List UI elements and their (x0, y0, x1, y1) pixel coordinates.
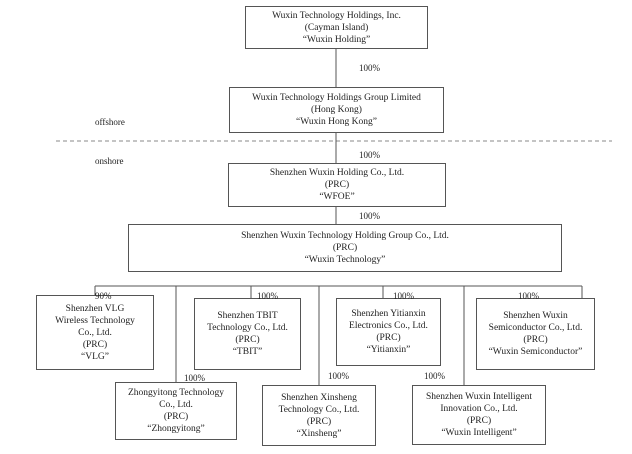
ownership-wfoe-tech: 100% (359, 211, 380, 221)
entity-line: Wuxin Technology Holdings Group Limited (252, 93, 421, 103)
entity-tbit: Shenzhen TBIT Technology Co., Ltd. (PRC) “T… (194, 298, 301, 370)
entity-line: Wireless Technology (55, 315, 135, 326)
entity-line: “VLG” (81, 351, 109, 362)
entity-line: Shenzhen TBIT (217, 311, 278, 321)
ownership-xinsheng: 100% (328, 371, 349, 381)
ownership-intelligent: 100% (424, 371, 445, 381)
entity-line: Innovation Co., Ltd. (440, 404, 518, 414)
entity-line: “WFOE” (319, 192, 355, 202)
ownership-hk-wfoe: 100% (359, 150, 380, 160)
entity-line: (PRC) (235, 335, 260, 345)
entity-line: Shenzhen Xinsheng (281, 392, 357, 403)
onshore-label: onshore (95, 156, 124, 166)
entity-line: (PRC) (332, 243, 358, 253)
entity-line: (PRC) (163, 412, 189, 422)
entity-line: (PRC) (466, 416, 492, 426)
entity-line: “Wuxin Semiconductor” (488, 347, 583, 357)
entity-line: Shenzhen Yitianxin (351, 309, 426, 319)
ownership-vlg: 90% (95, 291, 112, 301)
entity-line: Wuxin Technology Holdings, Inc. (272, 10, 401, 21)
entity-wfoe: Shenzhen Wuxin Holding Co., Ltd. (PRC) “WF… (228, 163, 446, 207)
ownership-zhongyitong: 100% (184, 373, 205, 383)
entity-line: (Hong Kong) (311, 105, 362, 115)
entity-line: Shenzhen Wuxin Technology Holding Group … (241, 231, 449, 241)
ownership-yitianxin: 100% (393, 291, 414, 301)
ownership-tbit: 100% (257, 291, 278, 301)
entity-line: Co., Ltd. (159, 400, 193, 410)
entity-line: Zhongyitong Technology (128, 388, 224, 398)
entity-line: Technology Co., Ltd. (278, 404, 360, 415)
entity-line: (PRC) (376, 333, 401, 343)
ownership-semiconductor: 100% (518, 291, 539, 301)
offshore-label: offshore (95, 117, 125, 127)
entity-line: “Yitianxin” (366, 345, 411, 355)
entity-line: “TBIT” (232, 347, 263, 357)
entity-line: (PRC) (82, 339, 108, 350)
entity-line: “Wuxin Intelligent” (441, 428, 517, 438)
entity-line: (PRC) (306, 416, 332, 427)
entity-line: (PRC) (324, 180, 350, 190)
entity-line: Co., Ltd. (78, 327, 112, 338)
entity-line: “Wuxin Technology” (304, 255, 386, 265)
entity-line: “Wuxin Hong Kong” (296, 117, 377, 127)
entity-line: Shenzhen Wuxin (503, 311, 568, 321)
entity-line: “Xinsheng” (296, 428, 342, 439)
entity-wuxin-hong-kong: Wuxin Technology Holdings Group Limited (… (229, 87, 444, 133)
entity-line: Electronics Co., Ltd. (349, 321, 428, 331)
entity-line: Shenzhen Wuxin Holding Co., Ltd. (269, 168, 405, 178)
entity-line: Shenzhen VLG (65, 303, 125, 314)
ownership-holding-hk: 100% (359, 63, 380, 73)
entity-wuxin-technology: Shenzhen Wuxin Technology Holding Group … (128, 224, 562, 272)
entity-line: (PRC) (523, 335, 548, 345)
entity-wuxin-holding: Wuxin Technology Holdings, Inc.(Cayman I… (245, 6, 428, 49)
entity-line: (Cayman Island) (304, 22, 369, 33)
entity-line: Technology Co., Ltd. (207, 323, 288, 333)
entity-line: “Zhongyitong” (147, 424, 205, 434)
entity-line: Shenzhen Wuxin Intelligent (425, 392, 533, 402)
entity-line: “Wuxin Holding” (302, 34, 371, 45)
entity-line: Semiconductor Co., Ltd. (488, 323, 583, 333)
